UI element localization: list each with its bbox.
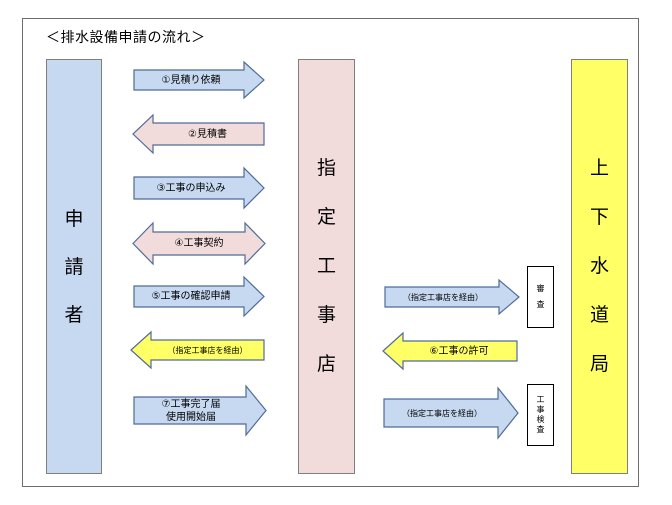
- contractor-char: 工: [316, 255, 336, 277]
- arrow-shape: [133, 384, 267, 437]
- inspection-char: 査: [536, 425, 545, 434]
- inspection-char: 工: [536, 395, 545, 404]
- arrow-label: ④工事契約: [174, 238, 224, 249]
- arrow-via-contractor-to-inspection: （指定工事店を経由）: [383, 386, 519, 440]
- applicant-char: 者: [64, 303, 84, 326]
- arrow-shape: [132, 113, 265, 155]
- arrow-label: ①見積り依頼: [161, 74, 221, 86]
- arrow-label: ⑤工事の確認申請: [151, 291, 231, 302]
- inspection-char: 検: [536, 415, 545, 424]
- arrow-via-contractor-to-review: （指定工事店を経由）: [384, 278, 520, 316]
- arrow-label: 使用開始届: [166, 411, 216, 423]
- contractor-char: 店: [316, 353, 336, 375]
- applicant-column: 申 請 者: [46, 59, 102, 474]
- waterworks-column: 上 下 水 道 局: [571, 59, 628, 474]
- arrow-via-contractor-return: （指定工事店を経由）: [130, 330, 265, 370]
- arrow-label: ③工事の申込み: [156, 182, 226, 194]
- inspection-box: 工 事 検 査: [527, 384, 554, 446]
- arrow-body: [133, 384, 267, 437]
- arrow-shape: [384, 278, 520, 316]
- arrow-body: [132, 113, 265, 155]
- arrow-shape: [130, 330, 265, 370]
- waterworks-char: 下: [589, 206, 609, 228]
- inspection-char: 事: [536, 405, 545, 414]
- arrow-estimate-request: ①見積り依頼: [133, 60, 265, 100]
- arrow-shape: [382, 331, 518, 371]
- contractor-column: 指 定 工 事 店: [298, 59, 355, 474]
- waterworks-char: 道: [589, 304, 609, 326]
- arrow-label: ②見積書: [188, 128, 227, 140]
- arrow-shape: [133, 60, 265, 100]
- review-char: 審: [536, 284, 545, 293]
- page-title: ＜排水設備申請の流れ＞: [46, 30, 206, 46]
- arrow-confirmation-application: ⑤工事の確認申請: [133, 275, 265, 318]
- arrow-construction-application: ③工事の申込み: [133, 166, 265, 210]
- arrow-shape: [132, 221, 266, 266]
- waterworks-char: 上: [589, 157, 609, 179]
- arrow-body: [132, 221, 266, 266]
- arrow-body: [133, 275, 265, 318]
- waterworks-char: 水: [589, 255, 609, 277]
- arrow-completion-notice: ⑦工事完了届 使用開始届: [133, 384, 267, 437]
- arrow-shape: [133, 275, 265, 318]
- arrow-label: （指定工事店を経由）: [402, 408, 482, 418]
- arrow-shape: [133, 166, 265, 210]
- diagram-frame: [22, 18, 639, 487]
- review-char: 査: [536, 300, 545, 309]
- arrow-label: ⑥工事の許可: [429, 345, 489, 357]
- waterworks-char: 局: [589, 353, 609, 375]
- arrow-body: [133, 166, 265, 210]
- arrow-label: ⑦工事完了届: [161, 398, 221, 410]
- review-box: 審 査: [527, 266, 554, 328]
- applicant-char: 請: [64, 255, 84, 278]
- arrow-body: [383, 386, 519, 440]
- arrow-label: （指定工事店を経由）: [403, 292, 483, 302]
- arrow-body: [130, 330, 265, 370]
- applicant-char: 申: [64, 207, 84, 230]
- contractor-char: 事: [316, 304, 336, 326]
- arrow-body: [133, 60, 265, 100]
- arrow-body: [384, 278, 520, 316]
- arrow-body: [382, 331, 518, 371]
- arrow-construction-permit: ⑥工事の許可: [382, 331, 518, 371]
- contractor-char: 定: [316, 206, 336, 228]
- arrow-shape: [383, 386, 519, 440]
- arrow-construction-contract: ④工事契約: [132, 221, 266, 266]
- contractor-char: 指: [316, 157, 336, 179]
- arrow-estimate: ②見積書: [132, 113, 265, 155]
- arrow-label: （指定工事店を経由）: [167, 345, 248, 355]
